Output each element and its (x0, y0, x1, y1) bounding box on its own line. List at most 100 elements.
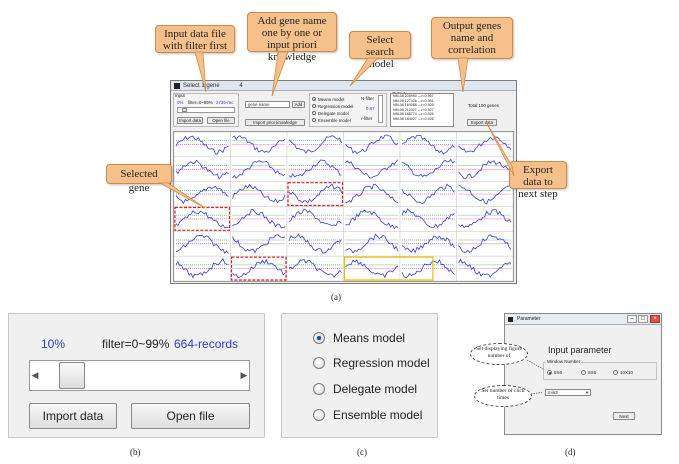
total-genes: Total:100 genes (468, 103, 500, 108)
means-model-label: Means model (333, 331, 406, 345)
maximize-icon[interactable]: □ (638, 315, 648, 323)
filter-slider[interactable] (177, 107, 235, 113)
regression-model-radio[interactable] (313, 357, 325, 369)
page-title: Input parameter (548, 345, 612, 355)
expression-curve (345, 134, 399, 155)
regression-model-radio[interactable] (312, 104, 316, 108)
expression-curve (232, 135, 286, 153)
expression-curve (345, 233, 399, 254)
import-data-button[interactable]: Import data (29, 403, 117, 429)
expression-curve (458, 234, 512, 254)
open-file-button[interactable]: Open file (131, 403, 250, 429)
panel-label-a: (a) (331, 292, 341, 302)
window-title: Select 1 gene (183, 83, 220, 89)
expression-curve (401, 183, 455, 204)
close-icon[interactable]: × (650, 315, 660, 323)
expression-curve (288, 135, 342, 154)
window-title-suffix: 4 (239, 83, 243, 89)
filter-slider-thumb[interactable] (182, 108, 187, 112)
panel-label-b: (b) (130, 447, 141, 457)
selected-gene-box (287, 182, 344, 207)
callout-click-times: Set number of click times (474, 385, 532, 407)
panel-label-d: (d) (565, 447, 576, 457)
list-item[interactable]: NM-08 188774 ---r=0.926 (393, 112, 434, 117)
means-model-radio[interactable] (312, 97, 316, 101)
parameter-window: Parameter – □ × Input parameter Window N… (504, 313, 662, 435)
list-item[interactable]: NM-08 184027 ---r=0.926 (393, 116, 434, 121)
ensemble-model-radio[interactable] (313, 409, 325, 421)
ensemble-model-radio[interactable] (312, 118, 316, 122)
r-filter-label: r-filter (361, 116, 373, 121)
import-data-button[interactable]: Import data (177, 117, 203, 124)
window-titlebar: Parameter – □ × (505, 314, 661, 325)
gene-plot-grid[interactable] (173, 131, 514, 282)
expression-curve (401, 208, 455, 229)
output-gene-list[interactable]: NM-08 205990 ---r=0.957 NM-08 127426 ---… (390, 93, 454, 127)
slider-right-arrow-icon[interactable]: ▶ (240, 370, 248, 380)
callout-export-data: Export data to next step (509, 161, 567, 200)
expression-curve (175, 258, 229, 279)
next-button[interactable]: Next (613, 412, 635, 420)
filter-slider-thumb[interactable] (58, 362, 85, 389)
expression-curve (288, 159, 342, 178)
click-times-value: min3 (548, 390, 558, 395)
expression-curve (458, 136, 512, 153)
regression-model-label: Regression model (318, 103, 354, 109)
window-titlebar: Select 1 gene 4 (171, 81, 516, 91)
expression-curve (401, 259, 455, 279)
minimize-icon[interactable]: – (627, 315, 637, 323)
window-title: Parameter (517, 316, 541, 322)
delegate-model-label: Delegate model (333, 382, 418, 396)
callout-selected-gene: Selected gene (106, 164, 172, 194)
expression-curve (175, 135, 229, 155)
list-item[interactable]: NM-08 205990 ---r=0.957 (393, 94, 434, 98)
expression-curve (458, 258, 512, 278)
means-model-label: Means model (318, 96, 345, 102)
gene-name-input[interactable]: gene name (245, 101, 290, 108)
record-count: 3735-rec (216, 100, 234, 105)
expression-curve (401, 134, 455, 155)
ensemble-model-label: Ensemble model (333, 408, 423, 422)
input-filter-panel: 10% filter=0~99% 664-records ◀ ▶ Import … (8, 313, 265, 438)
delegate-model-radio[interactable] (312, 111, 316, 115)
expression-curve (288, 233, 342, 254)
expression-curve (232, 208, 286, 229)
app-icon (508, 317, 513, 322)
import-prior-knowledge-button[interactable]: Import prior knowledge (245, 119, 305, 126)
record-count: 664-records (174, 337, 239, 351)
expression-curve (232, 184, 286, 204)
expression-curve (345, 159, 399, 179)
expression-curve (288, 208, 342, 227)
means-model-radio[interactable] (313, 332, 325, 344)
option-6x6-label: 6X6 (588, 369, 597, 375)
selected-gene-box (174, 206, 231, 231)
filter-slider[interactable]: ◀ ▶ (29, 360, 250, 391)
click-times-select[interactable]: min3 ▼ (545, 389, 591, 396)
expression-curve (175, 185, 229, 205)
gene-plot-canvas[interactable] (174, 132, 513, 281)
option-5x6-label: 5X6 (554, 369, 563, 375)
option-5x6-radio[interactable] (547, 370, 552, 375)
slider-left-arrow-icon[interactable]: ◀ (31, 370, 39, 380)
delegate-model-radio[interactable] (313, 383, 325, 395)
delegate-model-label: Delegate model (318, 110, 349, 116)
add-gene-button[interactable]: Add (292, 101, 305, 108)
callout-output-genes: Output genes name and correlation (431, 17, 513, 59)
expression-curve (232, 160, 286, 180)
r-filter-slider[interactable] (378, 95, 383, 123)
list-item[interactable]: NM-08 127426 ---r=0.951 (393, 98, 434, 103)
expression-curve (458, 160, 512, 179)
filter-percent: 0% (177, 100, 184, 105)
expression-curve (288, 183, 342, 204)
option-10x10-radio[interactable] (613, 370, 618, 375)
export-data-button[interactable]: Export data (467, 119, 497, 126)
model-select-panel: Means model Regression model Delegate mo… (281, 313, 438, 438)
list-item[interactable]: NM-08 164088 ---r=0.929 (393, 103, 434, 108)
option-6x6-radio[interactable] (581, 370, 586, 375)
list-item[interactable]: NM-08 210327 ---r=0.927 (393, 107, 434, 112)
open-file-button[interactable]: Open file (207, 117, 235, 124)
expression-curve (232, 258, 286, 279)
expression-curve (401, 235, 455, 254)
